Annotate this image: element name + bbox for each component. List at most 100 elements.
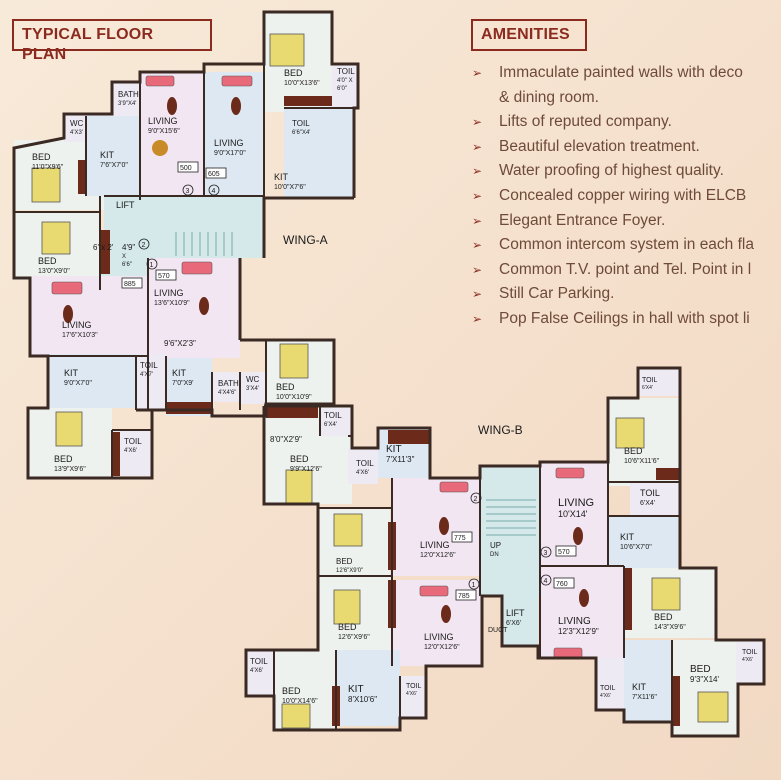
room-label: 6'X4' (640, 500, 655, 507)
room-floor (332, 64, 358, 108)
sofa-icon (439, 481, 469, 493)
amenity-item: ➢Common intercom system in each fla (472, 234, 781, 259)
flat-area: 785 (458, 593, 470, 600)
room-label: TOIL (250, 657, 268, 666)
room-label: KIT (620, 532, 635, 542)
room-label: 6'X6' (506, 620, 521, 627)
room-label: LIVING (214, 138, 244, 148)
bullet-arrow-icon: ➢ (472, 164, 483, 179)
amenity-item: ➢Immaculate painted walls with deco (472, 62, 781, 87)
room-label: 9'0"X7'0" (64, 380, 92, 387)
sofa-icon (419, 585, 449, 597)
room-label: BED (32, 152, 51, 162)
bed-icon (279, 343, 309, 379)
room-floor (112, 82, 142, 116)
room-label: 9'0"X17'0" (214, 150, 246, 157)
room-labels: BATH3'9"X4'WC4'X3'KIT7'6"X7'0"BED11'0"X9… (32, 67, 758, 705)
sofa-icon (555, 467, 585, 479)
wardrobe-icon (78, 160, 86, 194)
flat-area-box (553, 577, 575, 589)
room-label: BED (282, 686, 301, 696)
room-label: 10'6"X7'0" (620, 544, 652, 551)
room-label: KIT (172, 368, 187, 378)
room-label: 4'X4'6" (218, 390, 236, 396)
wardrobe-icon (388, 430, 430, 444)
flat-area-box (121, 277, 143, 289)
room-label: 4'X6' (600, 693, 611, 699)
room-label: LIVING (558, 497, 594, 509)
bed-icon (697, 691, 729, 723)
flat-number: 1 (150, 262, 154, 269)
room-label: 12'0"X12'6" (424, 644, 460, 651)
room-label: DUCT (488, 627, 508, 634)
room-label: 7'X11'6" (632, 694, 657, 701)
room-label: 10'X14' (558, 509, 588, 519)
bed-icon (615, 417, 645, 449)
bed-icon (333, 589, 361, 625)
room-floor (608, 516, 678, 572)
coffee-table-icon (199, 297, 209, 315)
room-label: LIVING (424, 632, 454, 642)
room-label: 6' x 2' (93, 243, 114, 252)
sofa-icon (181, 261, 213, 275)
room-label: 10'0"X13'6" (284, 80, 320, 87)
room-label: WC (246, 375, 260, 384)
room-label: BED (284, 68, 303, 78)
bed-icon (333, 513, 363, 547)
flat-number-badge (540, 546, 552, 558)
room-floor (320, 408, 352, 436)
flat-number-badge (208, 184, 220, 196)
room-label: KIT (64, 368, 79, 378)
room-label: 6'6" (122, 262, 132, 268)
room-label: TOIL (742, 649, 758, 656)
room-label: DN (490, 552, 499, 558)
room-label: UP (490, 541, 501, 550)
bed-icon (285, 469, 313, 505)
room-label: 6'X4' (642, 385, 653, 391)
room-label: BATH (118, 90, 139, 99)
sofa-icon (145, 75, 175, 87)
room-floor (596, 658, 626, 710)
bullet-arrow-icon: ➢ (472, 287, 483, 302)
bullet-arrow-icon: ➢ (472, 238, 483, 253)
room-label: LIVING (558, 616, 591, 627)
flat-number: 3 (544, 550, 548, 557)
wardrobe-icon (656, 468, 680, 480)
room-label: 6'0" (337, 86, 347, 92)
amenity-item: ➢Lifts of reputed company. (472, 111, 781, 136)
bed-icon (269, 33, 305, 67)
room-label: 9'0"X15'6" (148, 128, 180, 135)
typical-floor-plan-title: TYPICAL FLOOR PLAN (12, 19, 212, 63)
room-floor (736, 640, 764, 684)
room-floor (48, 354, 136, 408)
room-label: TOIL (337, 67, 355, 76)
flat-area-box (455, 589, 477, 601)
room-label: BED (336, 557, 353, 566)
room-label: 6'X4' (324, 422, 337, 428)
room-label: TOIL (292, 119, 310, 128)
room-label: 14'3"X9'6" (654, 624, 686, 631)
flat-area: 570 (558, 549, 570, 556)
flat-area: 760 (556, 581, 568, 588)
bed-icon (41, 221, 71, 255)
amenity-item: ➢Concealed copper wiring with ELCB (472, 185, 781, 210)
amenity-item: ➢Beautiful elevation treatment. (472, 136, 781, 161)
amenity-item: ➢Pop False Ceilings in hall with spot li (472, 308, 781, 333)
wardrobe-icon (112, 432, 120, 476)
wall-outline (12, 10, 360, 212)
flat-area: 500 (180, 165, 192, 172)
flat-area: 570 (158, 273, 170, 280)
room-floor (246, 650, 276, 696)
room-label: TOIL (140, 361, 158, 370)
room-floor (624, 640, 672, 722)
coffee-table-icon (439, 517, 449, 535)
flat-area-box (155, 269, 177, 281)
bullet-arrow-icon: ➢ (472, 66, 483, 80)
amenity-item-continuation: & dining room. (499, 88, 599, 106)
room-label: 9'9"X12'6" (290, 466, 322, 473)
coffee-table-icon (573, 527, 583, 545)
room-label: 4'0" X (337, 78, 353, 84)
room-label: 13'0"X9'0" (38, 268, 70, 275)
room-label: BED (290, 454, 309, 464)
